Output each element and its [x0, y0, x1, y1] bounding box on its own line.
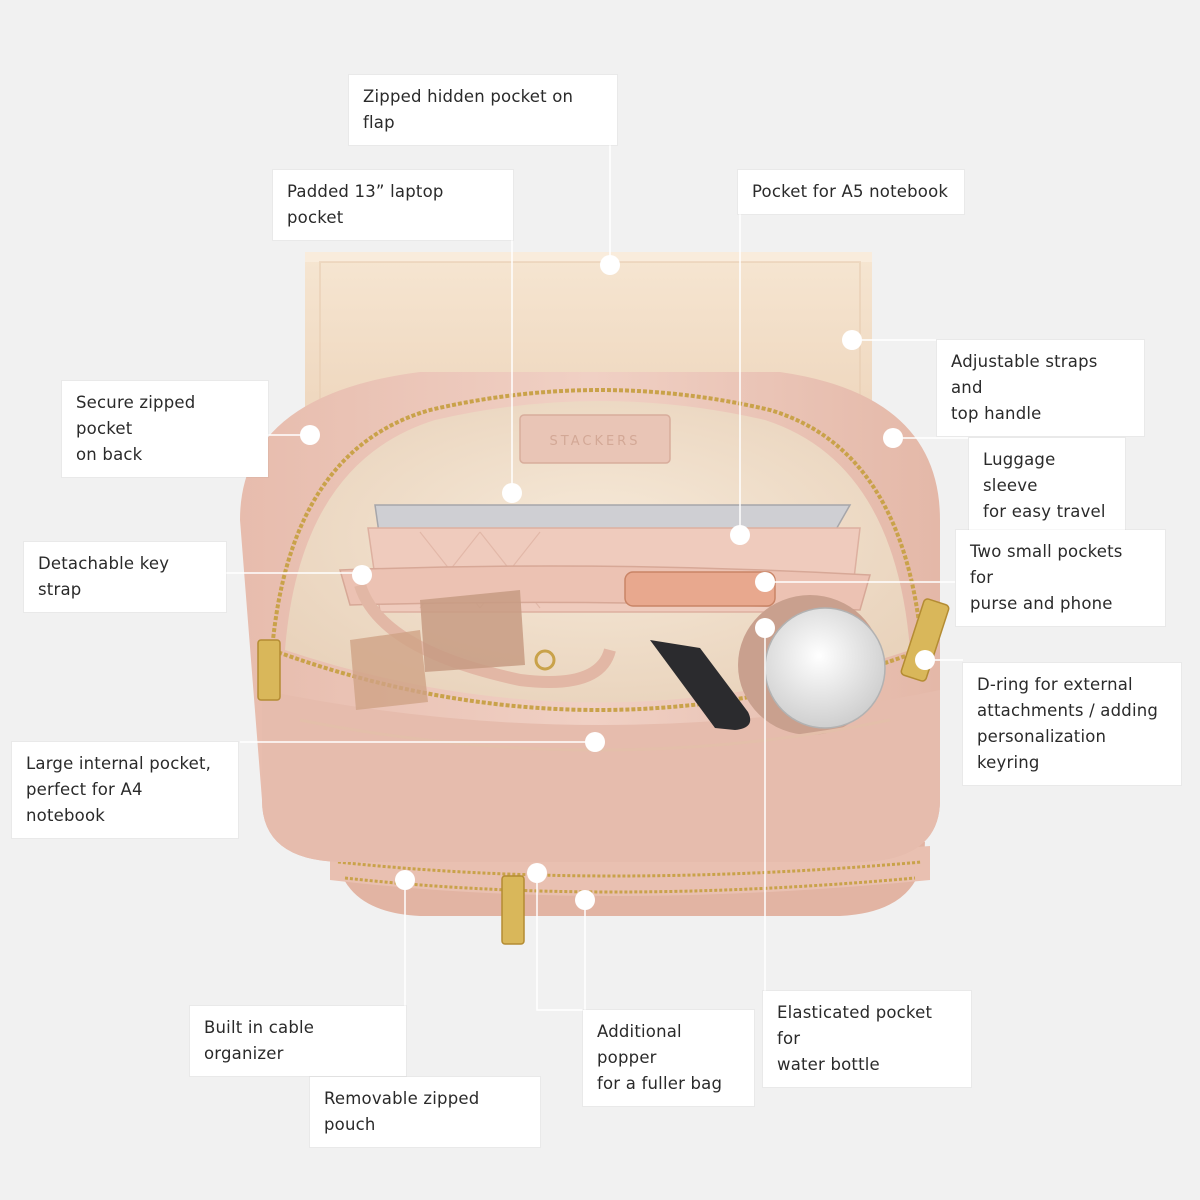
dot-popper [527, 863, 547, 883]
callout-padded-laptop-pocket: Padded 13” laptop pocket [273, 170, 513, 240]
callout-detachable-key-strap: Detachable key strap [24, 542, 226, 612]
callout-additional-popper: Additional popper for a fuller bag [583, 1010, 754, 1106]
dot-flap-pocket [600, 255, 620, 275]
dot-back-pocket [300, 425, 320, 445]
d-ring-hardware [257, 598, 950, 701]
callout-dots [300, 255, 935, 910]
dot-cable-organizer [395, 870, 415, 890]
callout-large-internal-pocket: Large internal pocket, perfect for A4 no… [12, 742, 238, 838]
dot-a5-pocket [730, 525, 750, 545]
dot-small-pockets [755, 572, 775, 592]
callout-removable-zipped-pouch: Removable zipped pouch [310, 1077, 540, 1147]
callout-zipped-hidden-pocket-on-flap: Zipped hidden pocket on flap [349, 75, 617, 145]
callout-luggage-sleeve: Luggage sleeve for easy travel [969, 438, 1125, 534]
callout-built-in-cable-organizer: Built in cable organizer [190, 1006, 406, 1076]
dot-straps [842, 330, 862, 350]
callout-d-ring: D-ring for external attachments / adding… [963, 663, 1181, 785]
dot-large-pocket [585, 732, 605, 752]
callout-lines [225, 105, 968, 1083]
dot-d-ring [915, 650, 935, 670]
brand-tag-text: STACKERS [550, 434, 641, 449]
callout-two-small-pockets: Two small pockets for purse and phone [956, 530, 1165, 626]
dot-luggage-sleeve [883, 428, 903, 448]
dot-key-strap [352, 565, 372, 585]
callout-pocket-for-a5-notebook: Pocket for A5 notebook [738, 170, 964, 214]
callout-secure-zipped-pocket-back: Secure zipped pocket on back [62, 381, 268, 477]
dot-zipped-pouch [575, 890, 595, 910]
dot-laptop-pocket [502, 483, 522, 503]
dot-bottle-pocket [755, 618, 775, 638]
callout-elasticated-pocket: Elasticated pocket for water bottle [763, 991, 971, 1087]
callout-adjustable-straps: Adjustable straps and top handle [937, 340, 1144, 436]
backpack-interior: STACKERS [285, 401, 910, 752]
